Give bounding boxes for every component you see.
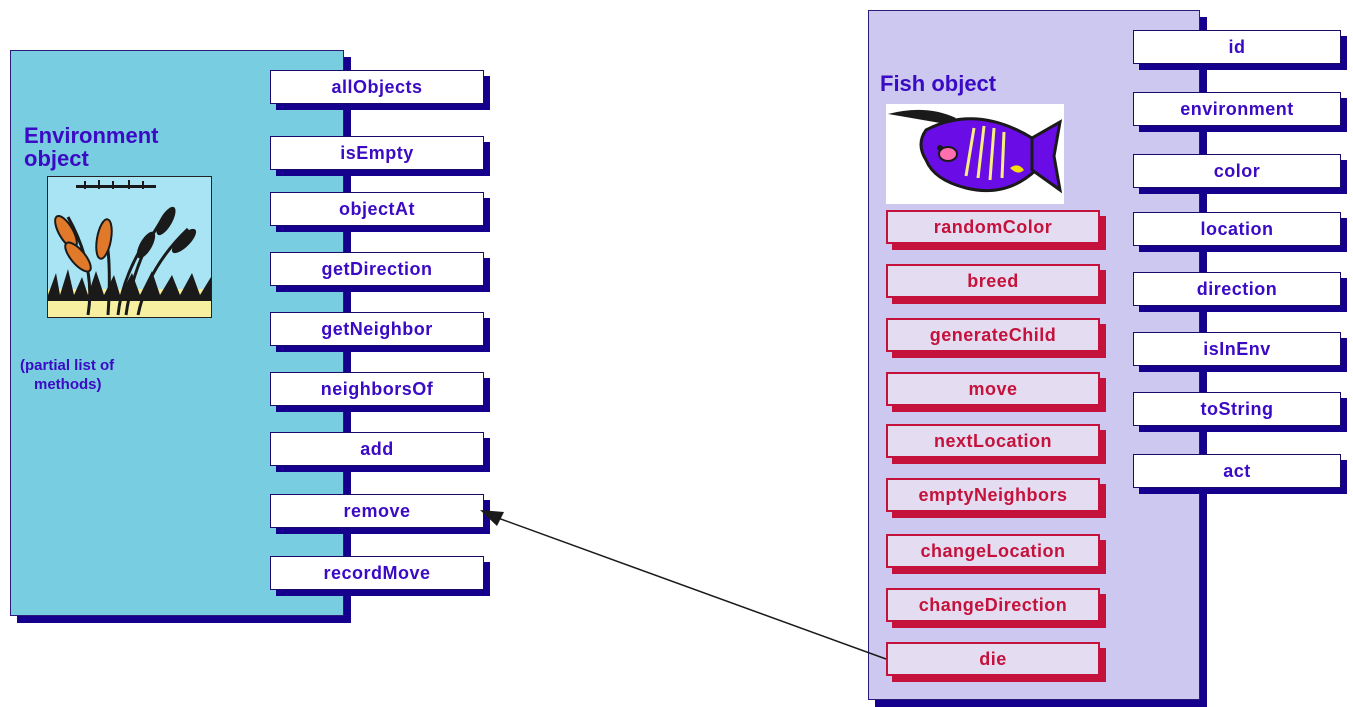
- fish-field-id[interactable]: id: [1133, 30, 1341, 64]
- environment-title-line1: Environment: [24, 123, 159, 148]
- note-line1: (partial list of: [20, 357, 115, 374]
- fish-field-location[interactable]: location: [1133, 212, 1341, 246]
- cattail-image: [47, 176, 212, 318]
- fish-title: Fish object: [880, 71, 997, 96]
- fish-method-emptyNeighbors[interactable]: emptyNeighbors: [886, 478, 1100, 512]
- env-method-remove[interactable]: remove: [270, 494, 484, 528]
- fish-method-nextLocation[interactable]: nextLocation: [886, 424, 1100, 458]
- env-method-isEmpty[interactable]: isEmpty: [270, 136, 484, 170]
- fish-method-changeLocation[interactable]: changeLocation: [886, 534, 1100, 568]
- env-method-getDirection[interactable]: getDirection: [270, 252, 484, 286]
- env-method-recordMove[interactable]: recordMove: [270, 556, 484, 590]
- fish-field-act[interactable]: act: [1133, 454, 1341, 488]
- fish-field-direction[interactable]: direction: [1133, 272, 1341, 306]
- fish-field-environment[interactable]: environment: [1133, 92, 1341, 126]
- fish-method-randomColor[interactable]: randomColor: [886, 210, 1100, 244]
- fish-method-die[interactable]: die: [886, 642, 1100, 676]
- fish-method-move[interactable]: move: [886, 372, 1100, 406]
- environment-title: Environment object: [24, 124, 224, 170]
- env-method-objectAt[interactable]: objectAt: [270, 192, 484, 226]
- env-method-neighborsOf[interactable]: neighborsOf: [270, 372, 484, 406]
- fish-method-breed[interactable]: breed: [886, 264, 1100, 298]
- environment-title-line2: object: [24, 146, 89, 171]
- env-method-getNeighbor[interactable]: getNeighbor: [270, 312, 484, 346]
- fish-field-isInEnv[interactable]: isInEnv: [1133, 332, 1341, 366]
- note-line2: methods): [34, 376, 102, 393]
- fish-image: [886, 104, 1064, 204]
- fish-field-toString[interactable]: toString: [1133, 392, 1341, 426]
- fish-field-color[interactable]: color: [1133, 154, 1341, 188]
- fish-method-changeDirection[interactable]: changeDirection: [886, 588, 1100, 622]
- fish-method-generateChild[interactable]: generateChild: [886, 318, 1100, 352]
- env-method-allObjects[interactable]: allObjects: [270, 70, 484, 104]
- partial-list-note: (partial list of methods): [20, 356, 200, 394]
- env-method-add[interactable]: add: [270, 432, 484, 466]
